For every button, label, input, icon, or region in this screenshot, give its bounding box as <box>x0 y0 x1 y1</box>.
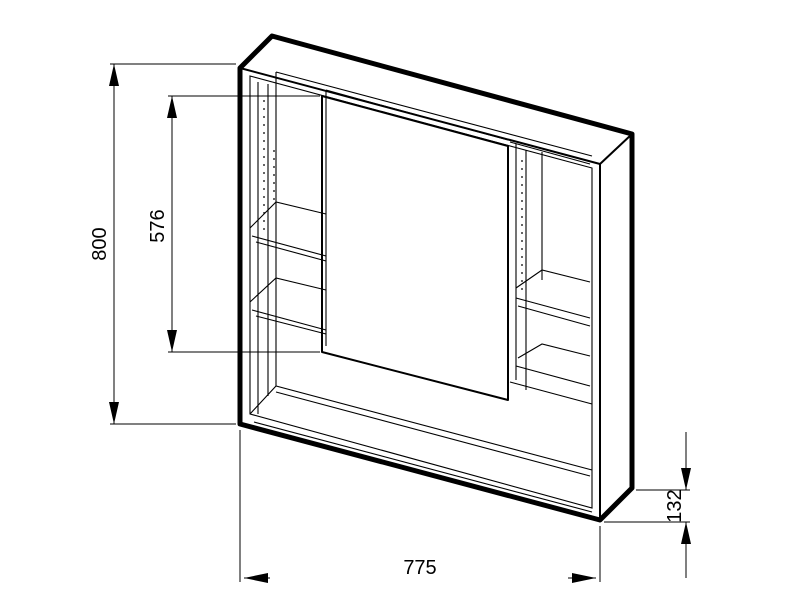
arrowhead-down-132 <box>681 468 691 490</box>
arrowhead-down-800 <box>109 402 119 424</box>
cabinet-outer-outline <box>237 33 635 523</box>
label-132: 132 <box>664 489 686 522</box>
dimension-width: 775 <box>239 430 601 583</box>
dimension-mirror-height: 576 <box>147 95 320 353</box>
arrowhead-down-576 <box>167 330 177 352</box>
mirror-door <box>321 89 509 401</box>
right-shelf-lower <box>515 343 591 387</box>
dimension-depth: 132 <box>604 432 691 578</box>
left-shelf-upper <box>249 201 327 262</box>
mirror-door-panel <box>321 95 509 401</box>
right-shelf-upper <box>515 269 591 327</box>
cabinet-side-top-edge <box>599 133 633 165</box>
right-compartment-outline <box>509 141 591 390</box>
left-shelves <box>249 82 327 414</box>
arrowhead-up-800 <box>109 64 119 86</box>
label-800: 800 <box>89 227 111 260</box>
cabinet-inner-frame <box>249 75 593 509</box>
cabinet-back-top-line <box>275 71 593 157</box>
arrowhead-up-132 <box>681 522 691 544</box>
cabinet-body <box>237 33 635 523</box>
label-775: 775 <box>403 557 436 579</box>
mirror-door-top-edge <box>325 89 509 141</box>
bottom-shelf-front <box>253 421 593 513</box>
bottom-shelf <box>249 385 593 477</box>
arrowhead-up-576 <box>167 96 177 118</box>
label-576: 576 <box>147 209 169 242</box>
dimension-total-height: 800 <box>89 63 236 425</box>
right-bottom-edge <box>509 381 593 405</box>
right-compartment <box>509 141 593 405</box>
left-shelf-lower <box>249 277 327 335</box>
